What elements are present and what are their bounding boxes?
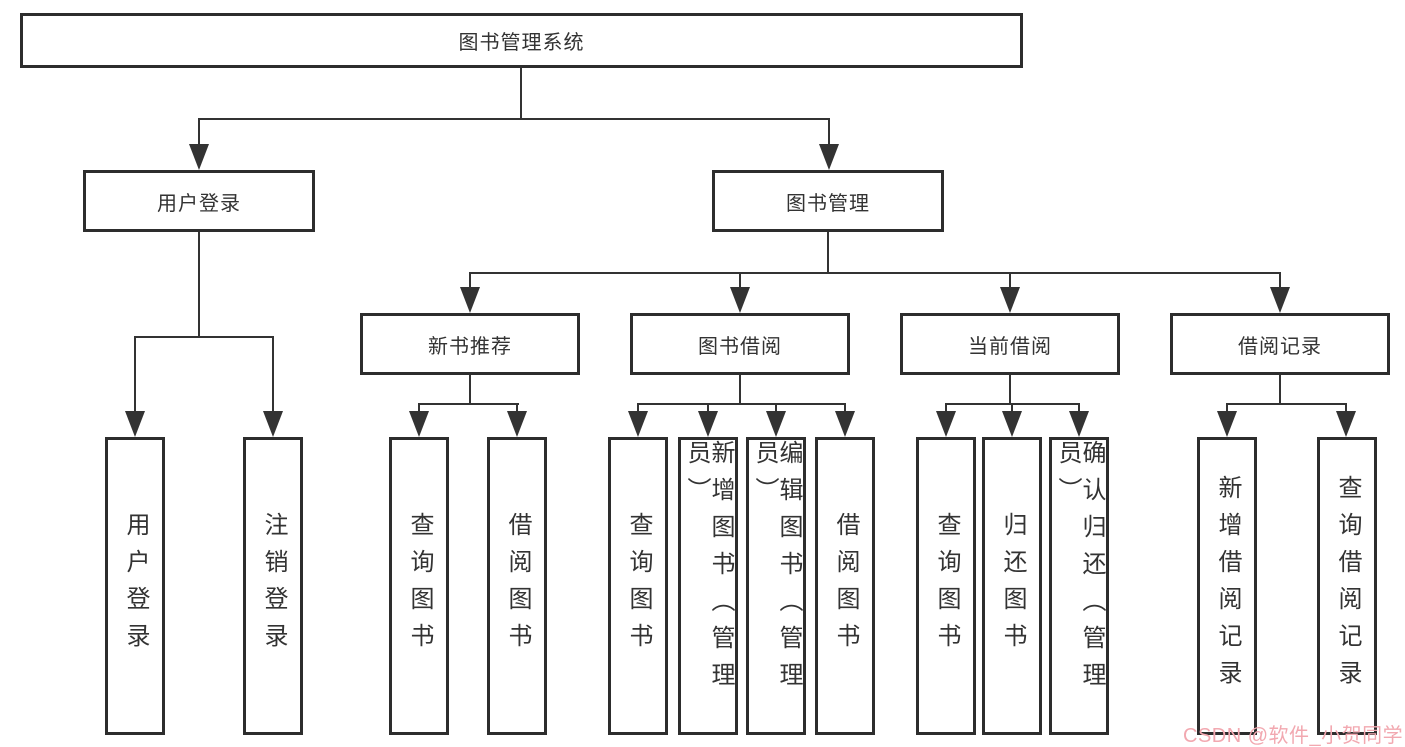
arrow-down-icon: [698, 411, 718, 437]
connector-line: [828, 118, 830, 146]
arrow-down-icon: [460, 287, 480, 313]
connector-line: [198, 118, 200, 146]
node-borrow-records: 借阅记录: [1170, 313, 1390, 375]
connector-line: [272, 336, 274, 413]
node-book-borrow-label: 图书借阅: [698, 335, 782, 358]
leaf-query-borrow-record-label: 查询借阅记录: [1334, 475, 1361, 697]
watermark: CSDN @软件_小贺同学: [1183, 725, 1404, 747]
connector-line: [418, 403, 420, 413]
connector-line: [134, 336, 274, 338]
node-book-borrow: 图书借阅: [630, 313, 850, 375]
node-root-label: 图书管理系统: [458, 32, 585, 54]
leaf-confirm-return-admin: 确认归还（管理员）: [1049, 437, 1109, 735]
connector-line: [945, 403, 947, 413]
arrow-down-icon: [819, 144, 839, 170]
node-current-borrow-label: 当前借阅: [968, 335, 1052, 358]
leaf-add-borrow-record: 新增借阅记录: [1197, 437, 1257, 735]
connector-line: [469, 272, 1281, 274]
connector-line: [1078, 403, 1080, 413]
node-book-management: 图书管理: [712, 170, 944, 232]
connector-line: [1226, 403, 1347, 405]
arrow-down-icon: [1000, 287, 1020, 313]
leaf-recommend-borrow-books-label: 借阅图书: [504, 512, 531, 660]
arrow-down-icon: [766, 411, 786, 437]
leaf-borrow-books: 借阅图书: [815, 437, 875, 735]
node-current-borrow: 当前借阅: [900, 313, 1120, 375]
leaf-edit-book-admin: 编辑图书（管理员）: [746, 437, 806, 735]
node-book-management-label: 图书管理: [786, 192, 870, 215]
arrow-down-icon: [835, 411, 855, 437]
node-root: 图书管理系统: [20, 13, 1023, 68]
leaf-edit-book-admin-label: 编辑图书（管理员）: [751, 440, 802, 699]
leaf-query-borrow-record: 查询借阅记录: [1317, 437, 1377, 735]
leaf-return-books: 归还图书: [982, 437, 1042, 735]
connector-line: [198, 118, 830, 120]
connector-line: [637, 403, 846, 405]
arrow-down-icon: [1336, 411, 1356, 437]
connector-line: [198, 232, 200, 338]
arrow-down-icon: [730, 287, 750, 313]
node-user-login: 用户登录: [83, 170, 315, 232]
connector-line: [516, 403, 518, 413]
leaf-confirm-return-admin-label: 确认归还（管理员）: [1054, 440, 1105, 699]
leaf-return-books-label: 归还图书: [999, 512, 1026, 660]
arrow-down-icon: [1270, 287, 1290, 313]
leaf-logout: 注销登录: [243, 437, 303, 735]
leaf-current-query-books-label: 查询图书: [933, 512, 960, 660]
node-new-book-recommend-label: 新书推荐: [428, 335, 512, 358]
node-user-login-label: 用户登录: [157, 192, 241, 215]
arrow-down-icon: [409, 411, 429, 437]
node-borrow-records-label: 借阅记录: [1238, 335, 1322, 358]
connector-line: [520, 68, 522, 120]
arrow-down-icon: [1002, 411, 1022, 437]
arrow-down-icon: [936, 411, 956, 437]
leaf-user-login-label: 用户登录: [122, 512, 149, 660]
connector-line: [1279, 272, 1281, 289]
connector-line: [1011, 403, 1013, 413]
leaf-user-login: 用户登录: [105, 437, 165, 735]
arrow-down-icon: [1069, 411, 1089, 437]
connector-line: [1009, 272, 1011, 289]
connector-line: [637, 403, 639, 413]
connector-line: [418, 403, 519, 405]
connector-line: [134, 336, 136, 413]
connector-line: [1009, 375, 1011, 405]
arrow-down-icon: [507, 411, 527, 437]
leaf-recommend-query-books: 查询图书: [389, 437, 449, 735]
connector-line: [775, 403, 777, 413]
connector-line: [1279, 375, 1281, 405]
arrow-down-icon: [189, 144, 209, 170]
leaf-add-borrow-record-label: 新增借阅记录: [1214, 475, 1241, 697]
leaf-borrow-books-label: 借阅图书: [832, 512, 859, 660]
connector-line: [739, 272, 741, 289]
arrow-down-icon: [263, 411, 283, 437]
arrow-down-icon: [628, 411, 648, 437]
leaf-logout-label: 注销登录: [260, 512, 287, 660]
leaf-current-query-books: 查询图书: [916, 437, 976, 735]
leaf-add-book-admin-label: 新增图书（管理员）: [683, 440, 734, 699]
connector-line: [469, 375, 471, 405]
leaf-add-book-admin: 新增图书（管理员）: [678, 437, 738, 735]
leaf-borrow-query-books: 查询图书: [608, 437, 668, 735]
connector-line: [707, 403, 709, 413]
connector-line: [739, 375, 741, 405]
arrow-down-icon: [125, 411, 145, 437]
connector-line: [1345, 403, 1347, 413]
connector-line: [827, 232, 829, 274]
leaf-recommend-query-books-label: 查询图书: [406, 512, 433, 660]
leaf-recommend-borrow-books: 借阅图书: [487, 437, 547, 735]
connector-line: [844, 403, 846, 413]
connector-line: [469, 272, 471, 289]
node-new-book-recommend: 新书推荐: [360, 313, 580, 375]
arrow-down-icon: [1217, 411, 1237, 437]
leaf-borrow-query-books-label: 查询图书: [625, 512, 652, 660]
connector-line: [1226, 403, 1228, 413]
